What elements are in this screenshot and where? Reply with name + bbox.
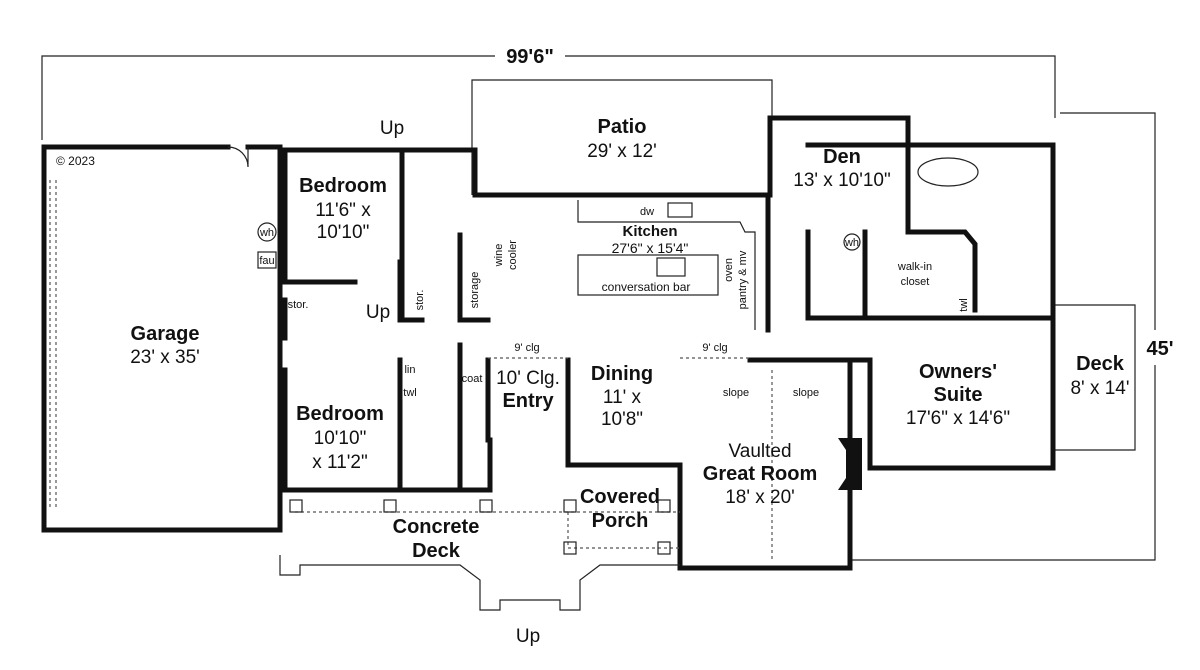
porch-column [657,499,671,513]
patio-outline [471,79,773,195]
porch-column [563,541,577,555]
coat-closet-label: coat [462,373,483,385]
towel-label: twl [958,298,970,311]
bedroom2-size: 10'10" [314,428,367,449]
garage-walls [41,144,283,533]
walk-in-closet-label: walk-in [897,261,932,273]
deck-outline [1055,304,1136,451]
porch-structure [279,357,773,611]
pantry-label: pantry & mv [737,250,749,309]
great-room-size: 18' x 20' [725,487,795,508]
bedroom1-size: 10'10" [317,222,370,243]
storage-label: stor. [288,299,309,311]
oven-label: oven [723,258,735,282]
stairs-up-patio: Up [380,118,404,139]
linen-label: lin [404,364,415,376]
great-room-label: Great Room [703,463,817,485]
water-heater-icon [843,233,861,251]
dishwasher-label: dw [640,206,654,218]
bedroom1-label: Bedroom [299,175,387,197]
bathtub-icon [917,157,979,187]
deck-label: Deck [1076,353,1125,375]
fireplace-icon [838,438,862,490]
porch-column [479,499,493,513]
owners-suite-label: Owners' [919,361,997,383]
concrete-deck-label: Concrete [393,516,480,538]
storage-label: storage [469,272,481,309]
water-heater-icon [257,222,277,242]
bedroom2-label: Bedroom [296,403,384,425]
kitchen-size: 27'6" x 15'4" [612,240,689,256]
porch-column [657,541,671,555]
furnace-label: fau [259,255,274,267]
porch-column [563,499,577,513]
wine-cooler-label: wine [493,244,505,268]
dining-size: 10'8" [601,409,643,430]
towel-label: twl [403,387,416,399]
ceiling-label: 9' clg [702,342,727,354]
water-heater-label: wh [844,237,859,249]
covered-porch-label: Covered [580,486,660,508]
owners-suite-label: Suite [934,384,983,406]
porch-column [289,499,303,513]
patio-size: 29' x 12' [587,141,657,162]
walk-in-closet-label: closet [901,276,930,288]
stairs-up-front: Up [516,626,540,647]
deck-size: 8' x 14' [1070,378,1129,399]
overall-depth-dimension: 45' [850,112,1174,561]
storage-label: stor. [414,290,426,311]
den-label: Den [823,146,861,168]
den-size: 13' x 10'10" [793,170,890,191]
owners-suite-size: 17'6" x 14'6" [906,408,1010,429]
ceiling-label: 9' clg [514,342,539,354]
entry-ceiling: 10' Clg. [496,368,560,389]
great-room-vaulted: Vaulted [728,441,791,462]
dining-label: Dining [591,363,653,385]
overall-width-dimension: 99'6" [41,46,1056,140]
bedroom2-size: x 11'2" [312,452,367,473]
concrete-deck-label: Deck [412,540,461,562]
slope-label: slope [723,387,749,399]
stairs-up-storage: Up [366,302,390,323]
garage-label: Garage [131,323,200,345]
dining-size: 11' x [603,387,642,408]
porch-column [383,499,397,513]
entry-label: Entry [502,390,554,412]
covered-porch-label: Porch [592,510,649,532]
slope-label: slope [793,387,819,399]
patio-label: Patio [598,116,647,138]
conversation-bar-label: conversation bar [602,280,691,294]
depth-label: 45' [1146,338,1173,360]
kitchen-fixtures [577,200,756,330]
copyright: © 2023 [56,154,95,168]
garage-size: 23' x 35' [130,347,200,368]
kitchen-label: Kitchen [622,223,677,240]
bedroom1-size: 11'6" x [315,200,371,221]
wine-cooler-label: cooler [507,240,519,270]
width-label: 99'6" [506,46,554,68]
water-heater-label: wh [259,227,274,239]
exterior-walls [282,115,1056,571]
